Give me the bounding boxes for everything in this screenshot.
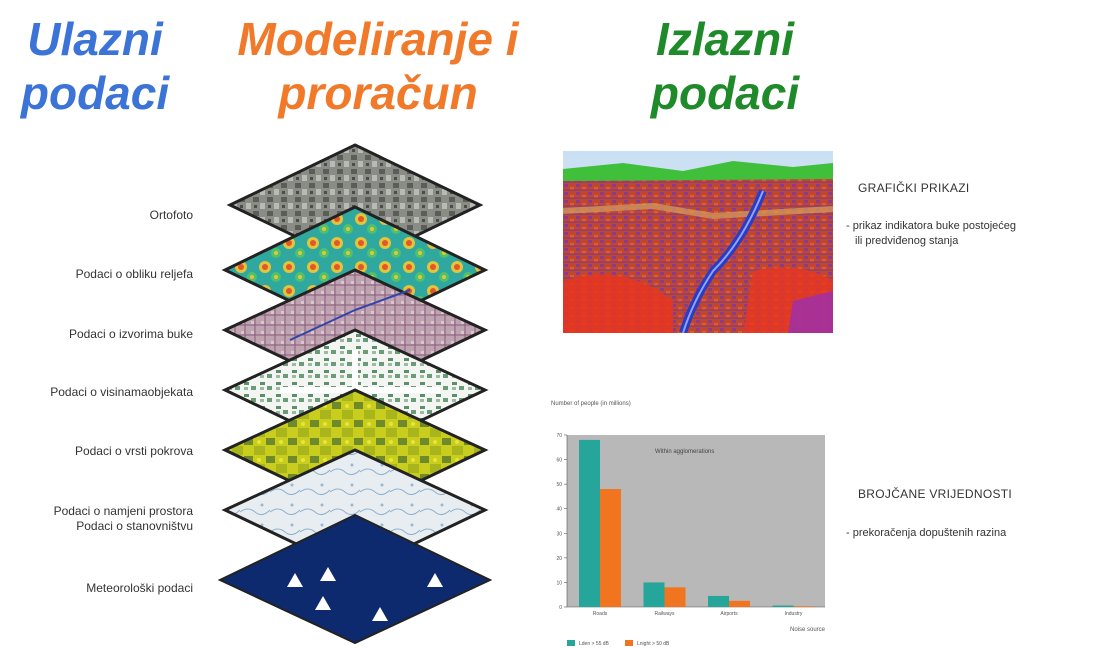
bar <box>793 606 815 607</box>
output-heading-line2: podaci <box>650 67 800 119</box>
bar <box>600 489 621 607</box>
triangle-icon <box>427 573 443 587</box>
y-tick-label: 60 <box>556 458 562 464</box>
output-heading-line1: Izlazni <box>655 13 795 65</box>
legend-swatch <box>625 640 633 646</box>
numeric-desc: - prekoračenja dopuštenih razina <box>846 527 1007 539</box>
layer-label-building-heights: Podaci o visinamaobjekata <box>50 385 193 400</box>
x-axis-title: Noise source <box>790 627 826 633</box>
triangle-icon <box>315 596 331 610</box>
layer-label-text: Podaci o izvorima buke <box>68 327 193 341</box>
layer-label-relief: Podaci o obliku reljefa <box>76 267 193 282</box>
x-axis: Roads Railways Airports Industry <box>593 611 803 617</box>
numeric-caption-desc: - prekoračenja dopuštenih razina <box>846 526 1006 541</box>
layer-label-text: Ortofoto <box>149 208 193 222</box>
layer-label-text: Podaci o namjeni prostora <box>53 504 193 518</box>
bar <box>729 600 750 607</box>
bar <box>579 439 600 607</box>
graphic-caption: GRAFIČKI PRIKAZI <box>858 181 969 195</box>
graphic-caption-desc: - prikaz indikatora buke postojećeg ili … <box>846 219 1016 249</box>
graphic-desc-line2: ili predviđenog stanja <box>855 235 959 247</box>
chart-legend: Lden > 55 dB Lnight > 50 dB <box>567 640 670 647</box>
layer-tile-meteorological <box>217 513 493 645</box>
numeric-caption: BROJČANE VRIJEDNOSTI <box>858 487 1012 501</box>
layer-label-land-cover: Podaci o vrsti pokrova <box>75 444 193 459</box>
y-tick-label: 10 <box>556 580 562 586</box>
bar-series-group <box>579 439 815 607</box>
chart-title: Number of people (in millions) <box>551 401 631 407</box>
y-tick-label: 50 <box>556 482 562 488</box>
noise-map-3d-image <box>563 151 833 333</box>
triangle-icon <box>320 567 336 581</box>
numeric-caption-title: BROJČANE VRIJEDNOSTI <box>858 487 1013 501</box>
layer-label-text: Podaci o visinamaobjekata <box>50 385 193 399</box>
x-tick-label: Roads <box>593 611 608 617</box>
input-heading-line1: Ulazni <box>27 13 163 65</box>
legend-label: Lden > 55 dB <box>579 641 610 647</box>
layer-stack-diagram <box>217 143 493 645</box>
layer-label-text: Podaci o obliku reljefa <box>75 267 193 281</box>
graphic-caption-title: GRAFIČKI PRIKAZI <box>858 181 970 195</box>
bar <box>643 582 665 607</box>
layer-label-orthophoto: Ortofoto <box>150 208 193 223</box>
bar-chart: Number of people (in millions) Within ag… <box>551 401 826 647</box>
y-tick-label: 30 <box>556 531 562 537</box>
modeling-heading-line2: proračun <box>278 67 478 119</box>
modeling-heading-line1: Modeliranje i <box>237 13 519 65</box>
bar <box>664 587 686 607</box>
layer-label-text: Podaci o vrsti pokrova <box>74 444 193 458</box>
y-tick-label: 70 <box>556 433 562 439</box>
output-data-heading: Izlazni podaci <box>610 12 840 120</box>
layer-label-text: Meteorološki podaci <box>86 581 193 595</box>
triangle-icon <box>372 607 388 621</box>
layer-label-noise-sources: Podaci o izvorima buke <box>69 327 193 342</box>
graphic-desc-line1: - prikaz indikatora buke postojećeg <box>846 220 1016 232</box>
x-tick-label: Airports <box>720 611 738 617</box>
layer-label-meteorological: Meteorološki podaci <box>86 581 193 596</box>
chart-annotation: Within agglomerations <box>655 449 714 455</box>
triangle-icon <box>287 573 303 587</box>
legend-swatch <box>567 640 575 646</box>
layer-label-land-use-population: Podaci o namjeni prostora Podaci o stano… <box>54 504 193 534</box>
input-data-heading: Ulazni podaci <box>0 12 190 120</box>
y-tick-label: 0 <box>559 605 562 611</box>
y-tick-label: 40 <box>556 507 562 513</box>
x-tick-label: Railways <box>654 611 675 617</box>
y-tick-label: 20 <box>556 556 562 562</box>
legend-label: Lnight > 50 dB <box>637 641 670 647</box>
bar <box>708 595 729 607</box>
modeling-heading: Modeliranje i proračun <box>228 12 528 120</box>
layer-label-text: Podaci o stanovništvu <box>76 519 193 533</box>
bar <box>772 605 794 607</box>
input-heading-line2: podaci <box>20 67 170 119</box>
x-tick-label: Industry <box>785 611 803 617</box>
